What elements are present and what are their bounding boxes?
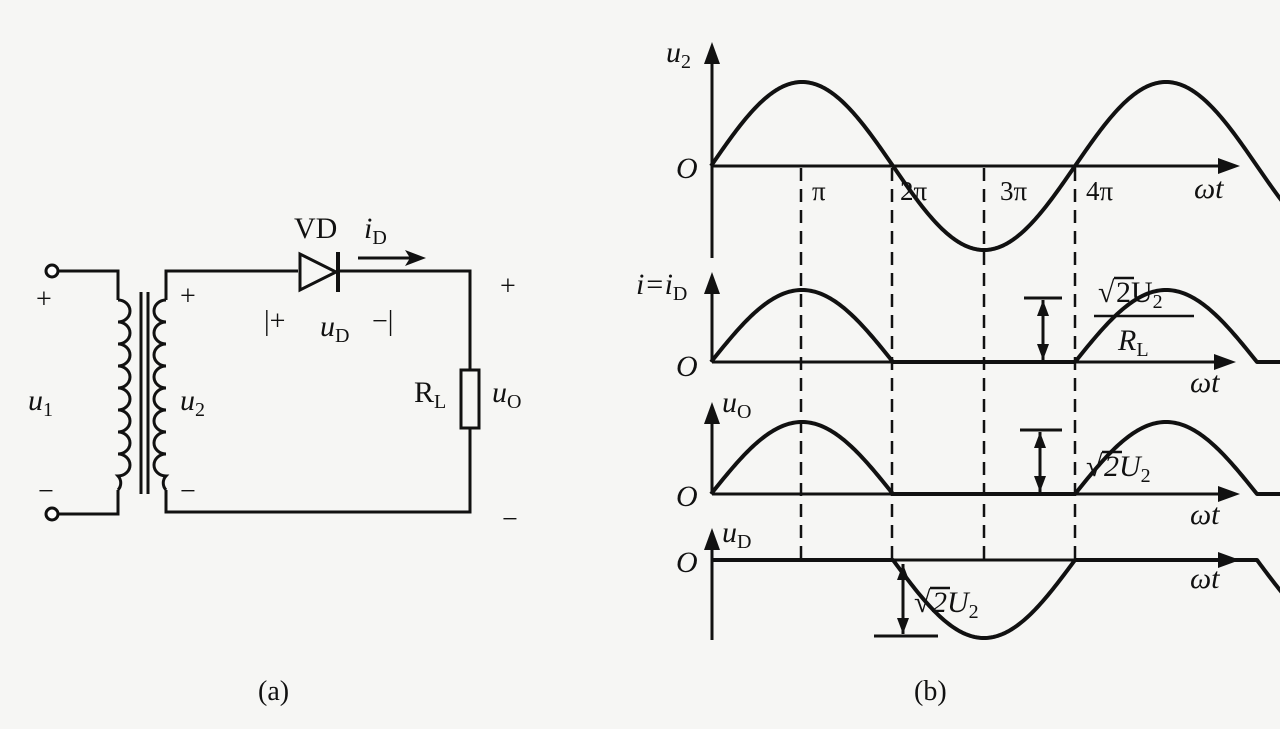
primary-winding	[114, 298, 132, 492]
input-terminal-bottom	[44, 506, 60, 522]
uD-plus-bar: |+	[264, 306, 285, 337]
output-minus: −	[502, 504, 518, 535]
input-terminal-top	[44, 263, 60, 279]
xlabel-iD: ωt	[1190, 366, 1220, 399]
origin-uo: O	[676, 480, 698, 513]
svg-text:√: √	[1098, 276, 1115, 309]
secondary-winding	[152, 298, 170, 492]
uo-x-arrow	[1218, 486, 1240, 502]
svg-text:√: √	[1086, 450, 1103, 483]
xlabel-uD: ωt	[1190, 562, 1220, 595]
u1-label: u1	[28, 384, 53, 421]
svg-text:RL: RL	[1117, 324, 1149, 361]
uo-amplitude-marker	[1020, 428, 1062, 492]
input-plus: +	[36, 284, 52, 315]
diode-vd-symbol	[298, 251, 340, 293]
origin-u2: O	[676, 152, 698, 185]
ylabel-uD: uD	[722, 516, 751, 553]
uD-label: uD	[320, 310, 349, 347]
load-resistor	[459, 368, 481, 430]
iD-label: iD	[364, 212, 387, 249]
rl-label: RL	[414, 376, 446, 413]
svg-text:√: √	[914, 586, 931, 619]
output-plus: +	[500, 271, 516, 302]
caption-b: (b)	[914, 676, 947, 707]
uo-y-arrow	[704, 402, 720, 424]
uD-minus-bar: −|	[372, 306, 393, 337]
secondary-plus: +	[180, 281, 196, 312]
svg-text:2U2: 2U2	[932, 586, 979, 623]
ylabel-uo: uO	[722, 386, 751, 423]
tick-4pi: 4π	[1086, 176, 1114, 206]
svg-text:2U2: 2U2	[1104, 450, 1151, 487]
ylabel-iD: i=iD	[636, 268, 687, 305]
tick-2pi: 2π	[900, 176, 928, 206]
u2-y-arrow	[704, 42, 720, 64]
uo-amplitude-label: √ 2U2	[1086, 450, 1151, 487]
vd-label: VD	[294, 212, 337, 245]
tick-pi: π	[812, 176, 826, 206]
svg-text:2U2: 2U2	[1116, 276, 1163, 313]
uD-negative-half-wave	[710, 558, 1280, 640]
xlabel-u2: ωt	[1194, 172, 1224, 205]
uD-amplitude-label: √ 2U2	[914, 586, 979, 623]
primary-wire	[58, 269, 120, 516]
ylabel-u2: u2	[666, 36, 691, 73]
uo-label: uO	[492, 376, 521, 413]
origin-uD: O	[676, 546, 698, 579]
waveform-panel: π 2π 3π 4π O O O O ωt ωt ωt ωt u2 i=iD u…	[636, 36, 1280, 707]
half-wave-rectifier-circuit: + − u1 + − u2 VD iD |+ uD −| + − RL uO (…	[28, 212, 521, 707]
uD-y-arrow	[704, 528, 720, 550]
uo-half-wave	[709, 420, 1280, 496]
secondary-minus: −	[180, 476, 196, 507]
tick-3pi: 3π	[1000, 176, 1028, 206]
iD-y-arrow	[704, 272, 720, 294]
u2-sine-wave	[709, 80, 1280, 252]
current-arrow-head	[405, 250, 426, 266]
iD-half-wave	[709, 288, 1280, 364]
xlabel-uo: ωt	[1190, 498, 1220, 531]
caption-a: (a)	[258, 676, 289, 707]
iD-amplitude-label: √ 2U2 RL	[1094, 276, 1194, 361]
uD-amplitude-marker	[874, 564, 938, 638]
secondary-wire	[164, 269, 472, 514]
iD-x-arrow	[1214, 354, 1236, 370]
input-minus: −	[38, 476, 54, 507]
u2-x-arrow	[1218, 158, 1240, 174]
u2-label: u2	[180, 384, 205, 421]
origin-iD: O	[676, 350, 698, 383]
iD-amplitude-marker	[1024, 296, 1062, 360]
